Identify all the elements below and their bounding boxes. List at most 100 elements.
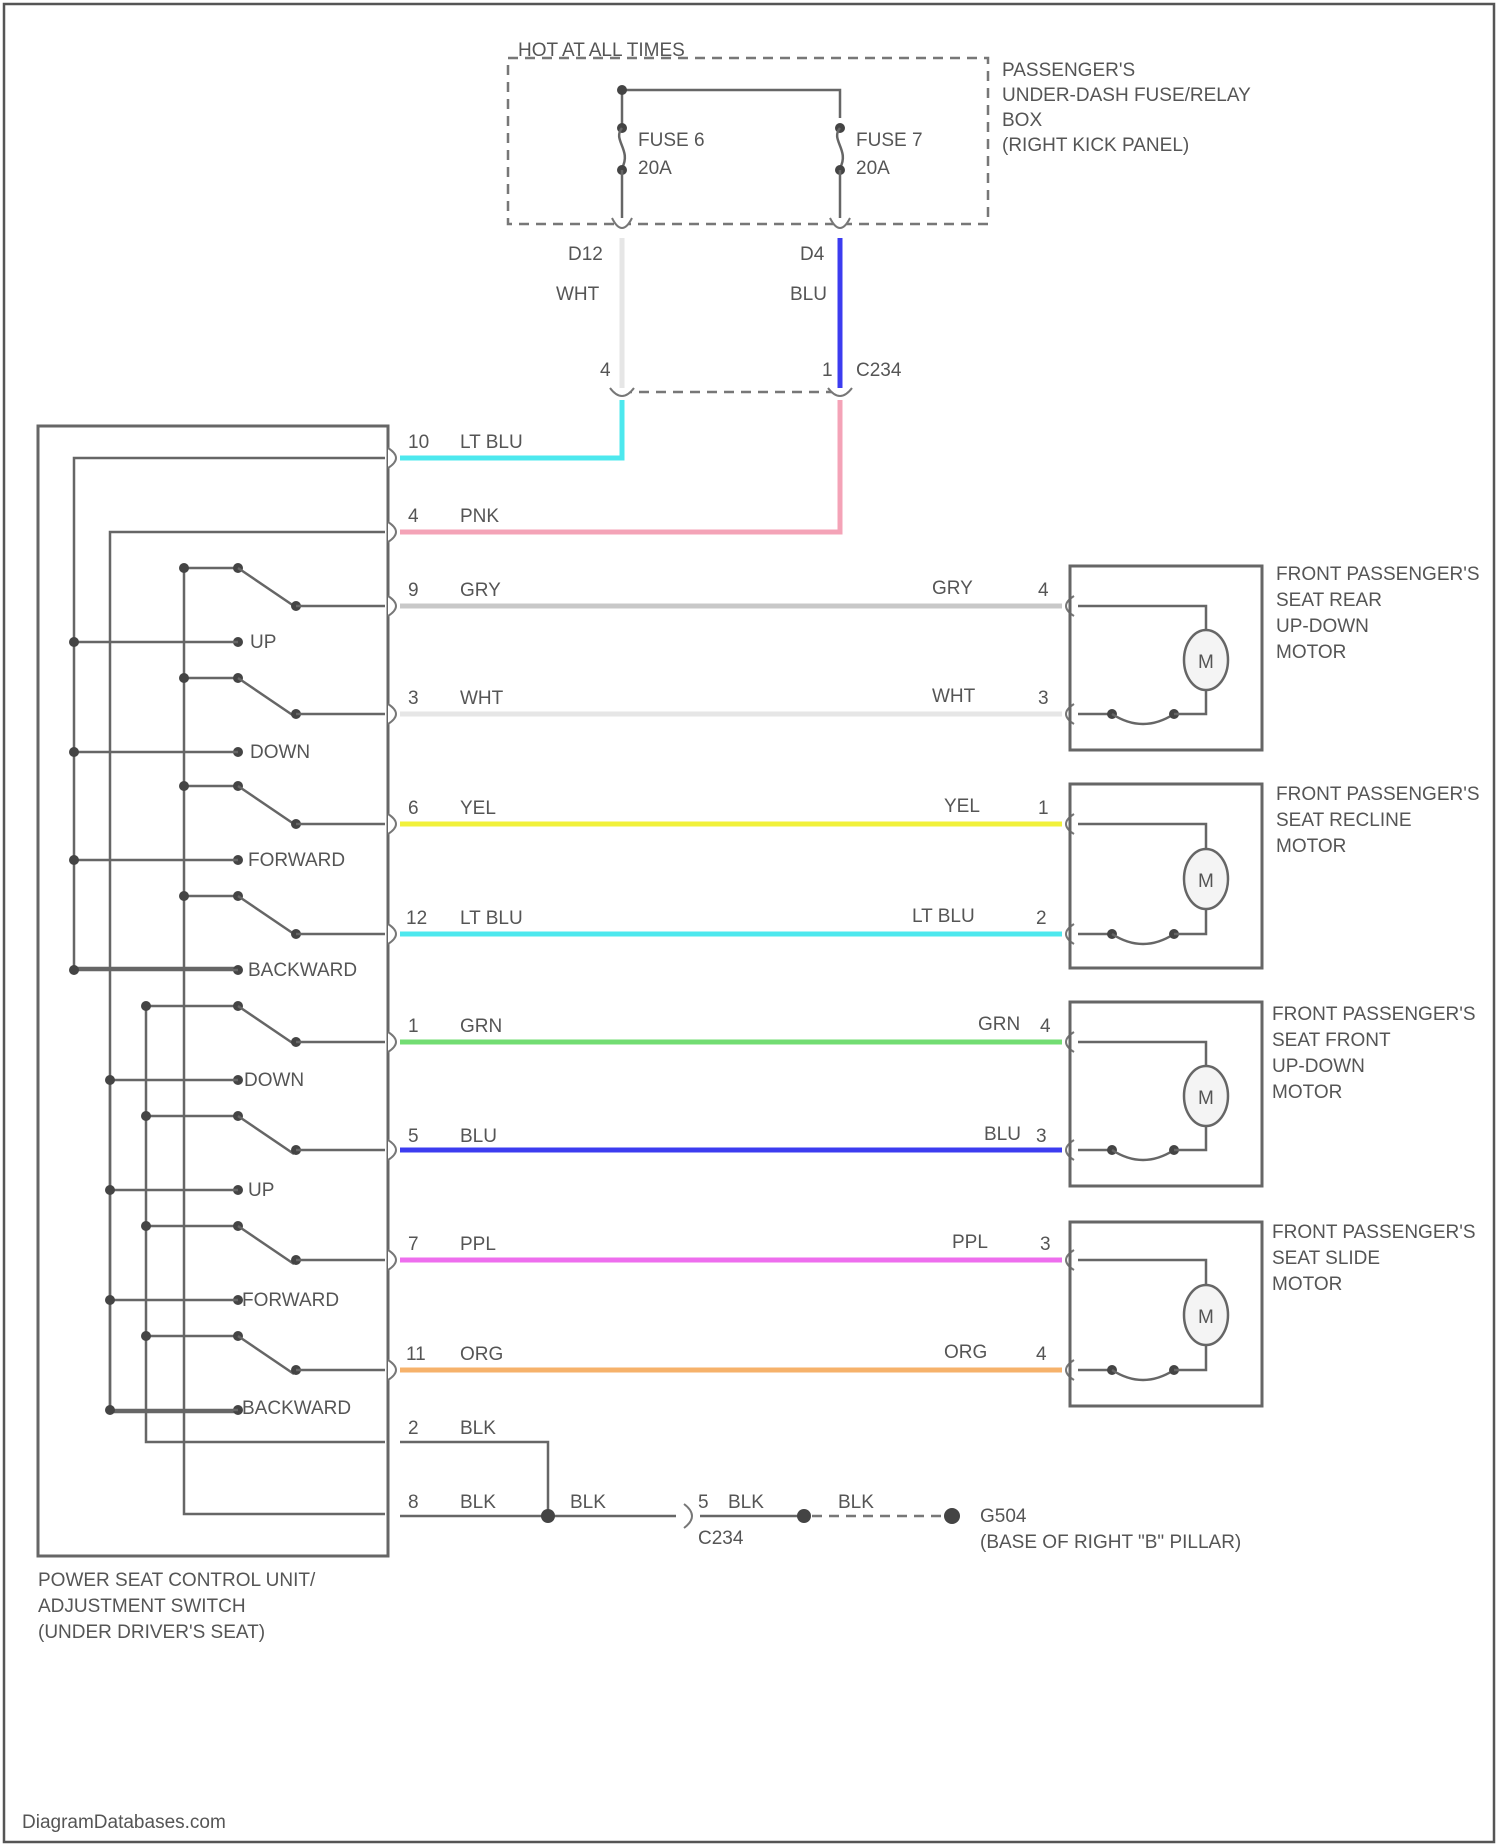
motor-1-label-line-4: MOTOR [1276,642,1346,663]
motor-2-label-line-2: SEAT RECLINE [1276,810,1412,831]
wire-5-color-left: YEL [460,798,496,819]
wire-3-motor-pin: 4 [1038,580,1049,601]
motor-3-label-line-4: MOTOR [1272,1082,1342,1103]
control-unit-pin [388,448,396,468]
ground-wire-label-c: BLK [570,1492,606,1513]
bus-junction-dot [69,747,79,757]
wire-5-motor-pin: 1 [1038,798,1049,819]
motor-2-label-line-1: FRONT PASSENGER'S [1276,784,1480,805]
c234-pin-1 [828,388,852,396]
motor-lead-c [1174,1126,1206,1150]
fuse7-name: FUSE 7 [856,130,923,151]
c234-pin-1-label: 1 [822,360,833,381]
ground-splice-dot-2 [797,1509,811,1523]
limit-switch-arc [1112,1150,1174,1160]
switch-blade [238,678,294,716]
c234-connector-upper: 4 1 C234 [600,360,902,396]
fuse-relay-box: HOT AT ALL TIMES PASSENGER'S UNDER-DASH … [508,40,1251,228]
wire-5-color-right: YEL [944,796,980,817]
bus-junction-dot [141,1331,151,1341]
wire-10-motor-pin: 4 [1036,1344,1047,1365]
ground-pin-a-label: 2 [408,1418,419,1439]
bus-junction-dot [179,891,189,901]
fuse-box-label-line-2: UNDER-DASH FUSE/RELAY [1002,85,1251,106]
bus-junction-dot [617,85,627,95]
motor-1-label-line-1: FRONT PASSENGER'S [1276,564,1480,585]
wire-1-pin: 10 [408,432,429,453]
c234-label: C234 [856,360,902,381]
control-unit-label-line-2: ADJUSTMENT SWITCH [38,1596,246,1617]
power-seat-control-unit: POWER SEAT CONTROL UNIT/ ADJUSTMENT SWIT… [38,426,388,1643]
wire-6-pin: 12 [406,908,427,929]
motor-2-label-line-3: MOTOR [1276,836,1346,857]
limit-switch-arc [1112,934,1174,944]
motor-lead-a [1078,1042,1206,1066]
bus-junction-dot [179,563,189,573]
control-unit-pin [388,814,396,834]
switch-label-down-2: DOWN [244,1070,304,1091]
wire-10-pin: 11 [406,1344,426,1365]
switch-blade [238,896,294,934]
bus-junction-dot [105,1405,115,1415]
wire-9-pin: 7 [408,1234,419,1255]
fuse6-terminal [612,218,632,228]
fuse-bus-wire [622,90,840,118]
wire-2-color: PNK [460,506,499,527]
fuse-box-label-line-3: BOX [1002,110,1042,131]
ground-pin-b-label: 8 [408,1492,419,1513]
motor-3-label-line-1: FRONT PASSENGER'S [1272,1004,1476,1025]
motor-4-label-line-1: FRONT PASSENGER'S [1272,1222,1476,1243]
switch-label-backward-2: BACKWARD [242,1398,351,1419]
wire-6-color-left: LT BLU [460,908,523,929]
bus-junction-dot [69,965,79,975]
wire-4-color-right: WHT [932,686,976,707]
wire-3-pin: 9 [408,580,419,601]
switch-group-upper [69,563,385,975]
control-unit-pin [388,522,396,542]
wire-4-color-left: WHT [460,688,504,709]
wire-4-pin: 3 [408,688,419,709]
control-unit-pin [388,596,396,616]
motor-housing [1070,784,1262,968]
bus-junction-dot [105,1295,115,1305]
harness-wire-2 [388,522,396,542]
bus-junction-dot [141,1111,151,1121]
control-unit-pin [388,1250,396,1270]
motor-3-label-line-2: SEAT FRONT [1272,1030,1391,1051]
harness-wire-1 [388,448,396,468]
motor-lead-a [1078,1260,1206,1285]
wire-7-color-left: GRN [460,1016,502,1037]
wire-8-color-right: BLU [984,1124,1021,1145]
fuse7-element [837,128,843,168]
bus-junction-dot [105,1185,115,1195]
motor-symbol-label: M [1198,652,1214,673]
motor-1-label-line-2: SEAT REAR [1276,590,1382,611]
switch-blade [238,1006,294,1044]
wire-3-color-left: GRY [460,580,501,601]
fuse6-terminal-label: D12 [568,244,603,265]
fuse-box-label-line-4: (RIGHT KICK PANEL) [1002,135,1189,156]
switch-1 [69,563,385,647]
limit-switch-arc [1112,1370,1174,1380]
control-unit-label-line-3: (UNDER DRIVER'S SEAT) [38,1622,265,1643]
wire-10-color-left: ORG [460,1344,503,1365]
wire-1-color: LT BLU [460,432,523,453]
motor-labels: FRONT PASSENGER'S SEAT REAR UP-DOWN MOTO… [1272,564,1480,1295]
switch-blade [238,1116,294,1154]
motor-housing [1070,1002,1262,1186]
switch-label-backward-1: BACKWARD [248,960,357,981]
motor-3-label-line-3: UP-DOWN [1272,1056,1365,1077]
motor-1-label-line-3: UP-DOWN [1276,616,1369,637]
switch-label-down-1: DOWN [250,742,310,763]
motor-symbol-label: M [1198,871,1214,892]
fuse7-wire-color: BLU [790,284,827,305]
motor-housing [1070,566,1262,750]
ground-connector-label: C234 [698,1528,744,1549]
switch-blade [238,1336,294,1374]
wire-labels: 10 LT BLU 4 PNK 9 GRY GRY 4 3 WHT WHT 3 … [406,432,1051,1365]
bus-junction-dot [69,637,79,647]
switch-blade [238,1226,294,1264]
wire-7-pin: 1 [408,1016,419,1037]
fuse7-rating: 20A [856,158,890,179]
